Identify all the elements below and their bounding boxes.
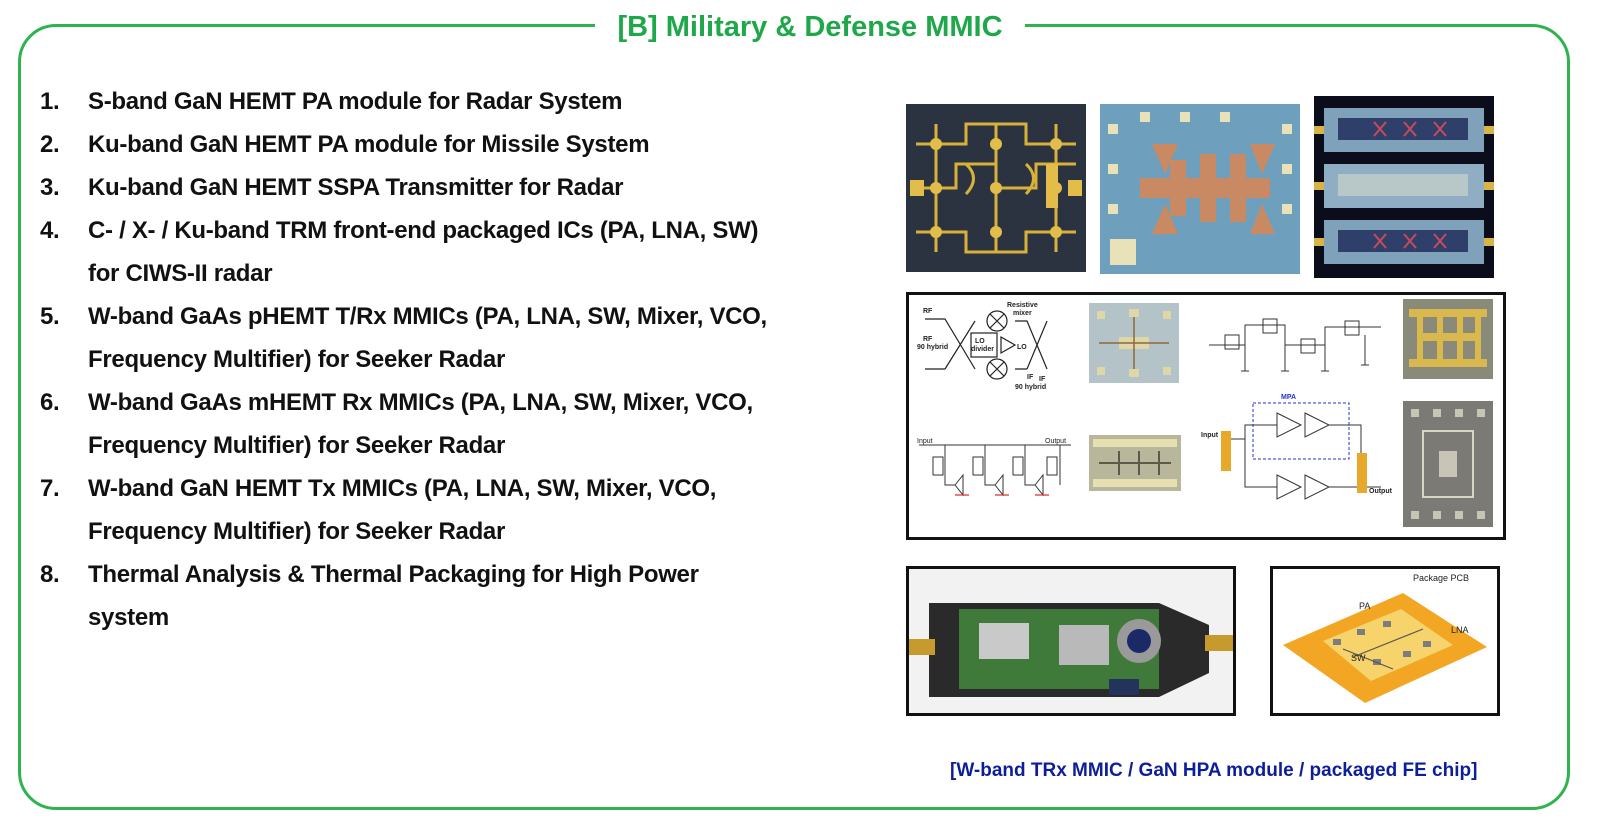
item-text: S-band GaN HEMT PA module for Radar Syst… [88,88,623,115]
diagram-label: MPA [1281,394,1296,401]
item-number: 7. [40,475,60,502]
gold-chip-photo [1403,299,1493,379]
list-item: 7. W-band GaN HEMT Tx MMICs (PA, LNA, SW,… [40,467,820,553]
vco-schematic [1209,318,1381,372]
list-item: 4. C- / X- / Ku-band TRM front-end packag… [40,209,820,295]
diagram-label: 90 hybrid [1015,384,1046,391]
item-text: W-band GaAs mHEMT Rx MMICs (PA, LNA, SW,… [88,389,753,416]
item-number: 5. [40,303,60,330]
diagram-label: Input [917,438,933,445]
list-item: 2. Ku-band GaN HEMT PA module for Missile… [40,123,820,166]
lna-chip-photo [1089,435,1181,491]
diagram-label: LO [1017,344,1027,351]
diagram-label: divider [971,346,994,353]
gan-hpa-module-photo [906,566,1236,716]
item-number: 1. [40,88,60,115]
list-item: 6. W-band GaAs mHEMT Rx MMICs (PA, LNA, S… [40,381,820,467]
item-text: Ku-band GaN HEMT PA module for Missile S… [88,131,650,158]
diagram-label: IF [1039,376,1046,383]
gan-pa-chip-photo [906,104,1086,272]
item-text: W-band GaAs pHEMT T/Rx MMICs (PA, LNA, S… [88,303,767,330]
figure-caption: [W-band TRx MMIC / GaN HPA module / pack… [950,760,1478,781]
list-item: 5. W-band GaAs pHEMT T/Rx MMICs (PA, LNA,… [40,295,820,381]
diagram-label: IF [1027,374,1034,381]
item-number: 4. [40,217,60,244]
diagram-label: RF [923,336,933,343]
item-text-cont: Frequency Multifier) for Seeker Radar [88,518,506,545]
diagram-label: Package PCB [1413,573,1469,583]
diagram-label: mixer [1013,310,1032,317]
item-text: Ku-band GaN HEMT SSPA Transmitter for Ra… [88,174,624,201]
packaged-fe-chip-photo: Package PCB PA LNA SW [1270,566,1500,716]
item-text-cont: for CIWS-II radar [88,260,273,287]
item-text: C- / X- / Ku-band TRM front-end packaged… [88,217,759,244]
sspa-module-photo [1314,96,1494,278]
diagram-label: PA [1359,601,1370,611]
mixer-schematic: RF RF 90 hybrid LO divider LO Resistive … [917,302,1048,391]
item-text-cont: Frequency Multifier) for Seeker Radar [88,346,506,373]
gray-chip-photo [1403,401,1493,527]
diagram-label: LO [975,338,985,345]
diagram-label: SW [1351,653,1366,663]
capability-list: 1. S-band GaN HEMT PA module for Radar Sy… [40,80,820,639]
w-band-mmic-panel: RF RF 90 hybrid LO divider LO Resistive … [906,292,1506,540]
diagram-label: Output [1045,438,1066,445]
item-text-cont: system [88,604,169,631]
item-number: 2. [40,131,60,158]
diagram-label: Output [1369,488,1393,495]
list-item: 1. S-band GaN HEMT PA module for Radar Sy… [40,80,820,123]
list-item: 3. Ku-band GaN HEMT SSPA Transmitter for … [40,166,820,209]
item-number: 3. [40,174,60,201]
mpa-schematic: MPA Input Output [1201,394,1393,500]
item-text: W-band GaN HEMT Tx MMICs (PA, LNA, SW, M… [88,475,717,502]
mixer-chip-photo [1089,303,1179,383]
diagram-label: RF [923,308,933,315]
diagram-label: 90 hybrid [917,344,948,351]
section-title: [B] Military & Defense MMIC [595,8,1025,46]
diagram-label: LNA [1451,625,1469,635]
item-number: 6. [40,389,60,416]
lna-schematic: Input Output [917,438,1071,497]
item-text-cont: Frequency Multifier) for Seeker Radar [88,432,506,459]
item-text: Thermal Analysis & Thermal Packaging for… [88,561,699,588]
ku-band-pa-chip-photo [1100,104,1300,274]
diagram-label: Resistive [1007,302,1038,309]
list-item: 8. Thermal Analysis & Thermal Packaging f… [40,553,820,639]
diagram-label: Input [1201,432,1219,439]
item-number: 8. [40,561,60,588]
